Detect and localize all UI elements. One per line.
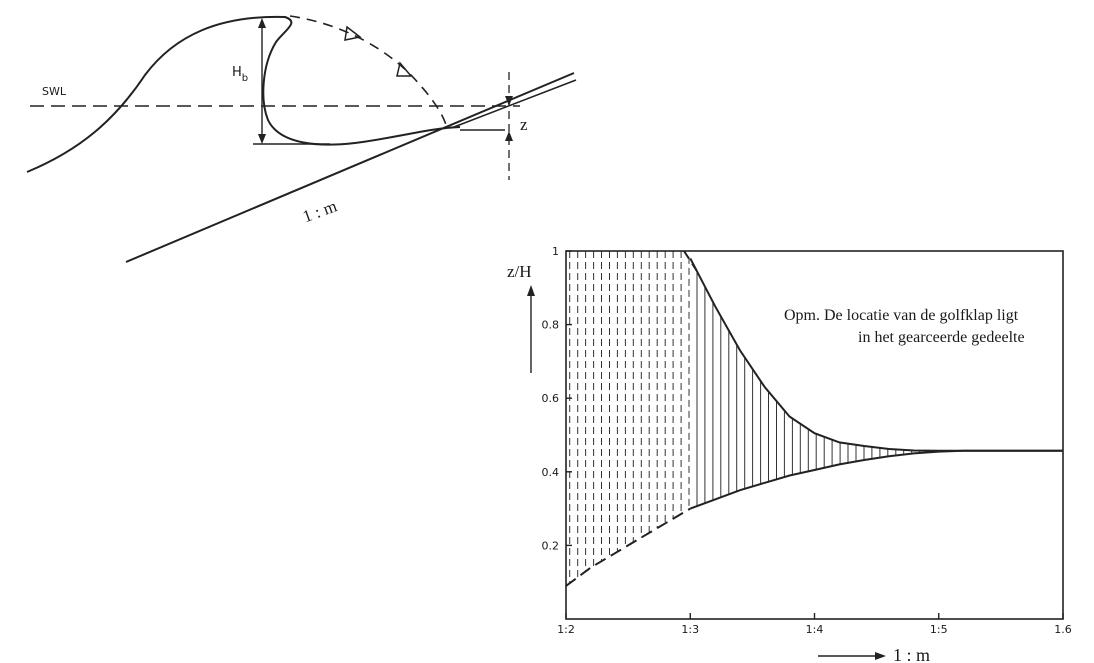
slope-line-upper bbox=[453, 79, 577, 128]
x-tick-label: 1:2 bbox=[557, 623, 575, 636]
y-tick-label: 1 bbox=[552, 245, 559, 258]
y-axis-label: z/H bbox=[507, 262, 532, 281]
swl-label: SWL bbox=[42, 85, 67, 98]
annotation-line-2: in het gearceerde gedeelte bbox=[858, 329, 1025, 346]
arrow-down-icon bbox=[505, 96, 513, 106]
y-axis-ticks: 0.2 0.4 0.6 0.8 1 bbox=[542, 245, 572, 552]
x-tick-label: 1:5 bbox=[930, 623, 948, 636]
wave-profile bbox=[26, 15, 461, 173]
lower-bound-dashed-segment bbox=[565, 507, 691, 587]
y-tick-label: 0.4 bbox=[542, 466, 560, 479]
y-tick-label: 0.6 bbox=[542, 392, 560, 405]
arrow-up-icon bbox=[505, 131, 513, 141]
lower-bound-curve bbox=[689, 449, 1063, 510]
x-axis-label: 1 : m bbox=[893, 645, 930, 663]
upper-bound-curve bbox=[689, 257, 1063, 452]
arrow-right-icon bbox=[875, 652, 886, 660]
x-axis-ticks: 1:2 1:3 1:4 1:5 1.6 bbox=[557, 613, 1072, 636]
x-tick-label: 1:3 bbox=[681, 623, 699, 636]
wave-diagram: Hb SWL z 1 : m bbox=[26, 15, 577, 263]
hb-label: Hb bbox=[232, 65, 248, 84]
hatched-region bbox=[569, 251, 929, 584]
x-tick-label: 1:4 bbox=[806, 623, 824, 636]
slope-line-lower bbox=[125, 72, 575, 263]
arrow-up-icon bbox=[258, 18, 266, 28]
arrow-up-icon bbox=[527, 285, 535, 296]
x-tick-label: 1.6 bbox=[1054, 623, 1072, 636]
y-tick-label: 0.2 bbox=[542, 539, 560, 552]
y-tick-label: 0.8 bbox=[542, 319, 560, 332]
z-label: z bbox=[520, 115, 528, 134]
upper-bound-dashed-segment bbox=[683, 250, 698, 271]
trajectory-arrow-icon bbox=[344, 25, 362, 41]
slope-label: 1 : m bbox=[300, 196, 339, 226]
trajectory-arrow-icon bbox=[396, 61, 413, 77]
jet-trajectory bbox=[289, 15, 448, 129]
arrow-down-icon bbox=[258, 134, 266, 144]
annotation-line-1: Opm. De locatie van de golfklap ligt bbox=[784, 307, 1019, 324]
